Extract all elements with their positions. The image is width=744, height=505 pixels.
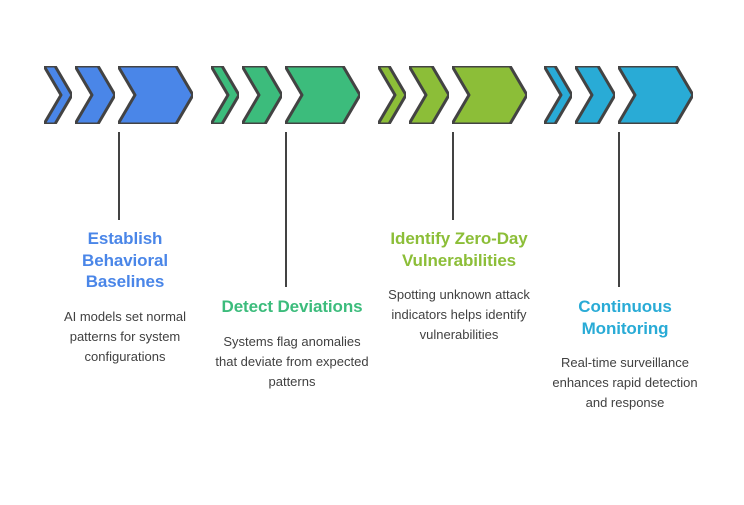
step-description-3: Spotting unknown attack indicators helps…: [388, 287, 530, 343]
step-description-2: Systems flag anomalies that deviate from…: [215, 333, 369, 389]
chevron-arrow-icon: [285, 66, 360, 124]
chevron-arrow-group-4: [544, 66, 693, 124]
step-title-4: Continuous Monitoring: [578, 297, 672, 338]
chevron-arrow-icon: [211, 66, 239, 124]
chevron-arrow-icon: [242, 66, 282, 124]
connector-line-1: [118, 132, 120, 220]
connector-line-4: [618, 132, 620, 287]
chevron-arrow-icon: [544, 66, 572, 124]
chevron-arrow-icon: [618, 66, 693, 124]
chevron-arrow-group-2: [211, 66, 360, 124]
chevron-arrow-icon: [575, 66, 615, 124]
connector-line-3: [452, 132, 454, 220]
step-text-block-1: Establish Behavioral Baselines AI models …: [40, 228, 210, 367]
connector-line-2: [285, 132, 287, 287]
chevron-arrow-icon: [75, 66, 115, 124]
step-title-2: Detect Deviations: [221, 297, 363, 316]
step-description-1: AI models set normal patterns for system…: [63, 308, 187, 365]
chevron-arrow-icon: [118, 66, 193, 124]
chevron-arrow-icon: [409, 66, 449, 124]
step-title-3: Identify Zero-Day Vulnerabilities: [390, 229, 528, 270]
step-description-4: Real-time surveillance enhances rapid de…: [552, 355, 698, 411]
chevron-arrow-group-1: [44, 66, 193, 124]
process-step-1: Establish Behavioral Baselines AI models …: [40, 0, 210, 505]
chevron-arrow-icon: [44, 66, 72, 124]
chevron-arrow-icon: [452, 66, 527, 124]
chevron-arrow-icon: [378, 66, 406, 124]
step-title-1: Establish Behavioral Baselines: [82, 229, 168, 292]
chevron-arrow-group-3: [378, 66, 527, 124]
